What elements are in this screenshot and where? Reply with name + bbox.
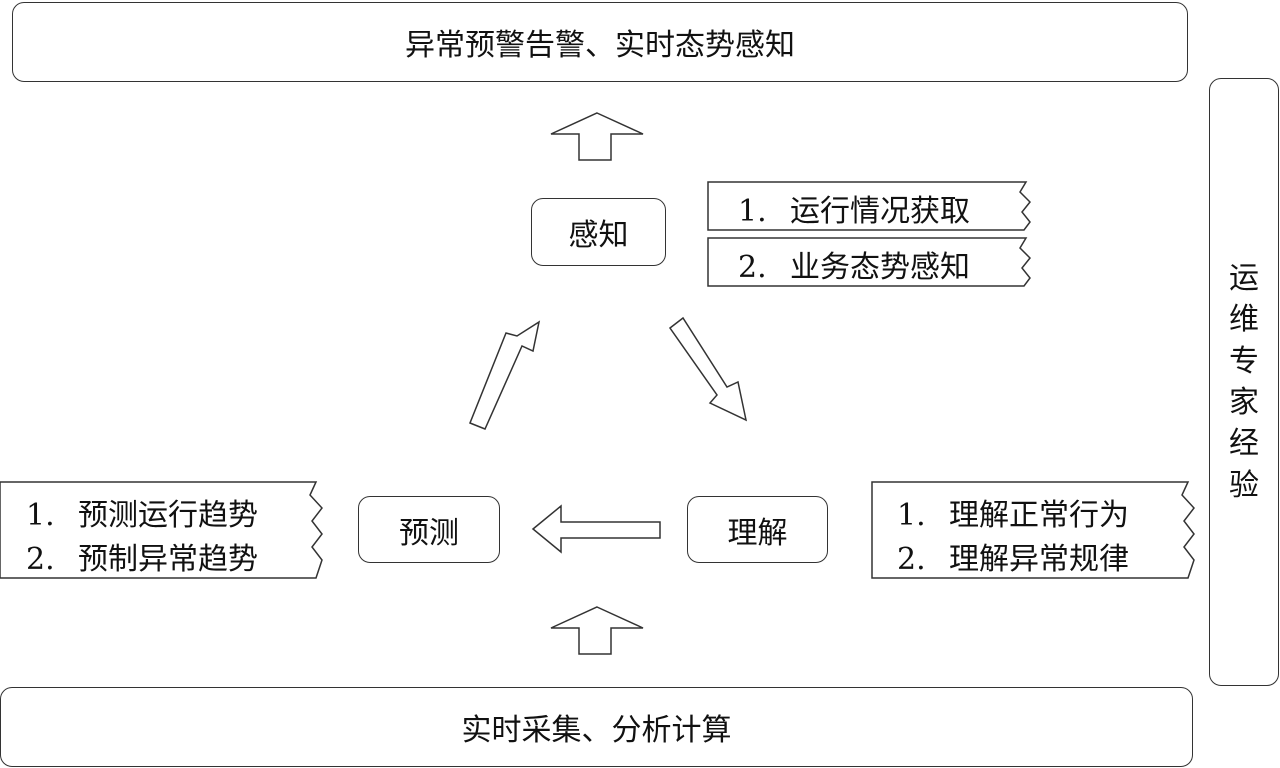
top-band: 异常预警告警、实时态势感知	[12, 2, 1188, 82]
arrow-perceive-to-understand	[668, 316, 748, 422]
node-perceive: 感知	[531, 198, 666, 266]
node-understand-label: 理解	[727, 515, 788, 551]
side-char: 验	[1229, 467, 1259, 503]
expert-experience-panel: 运 维 专 家 经 验	[1209, 78, 1279, 686]
node-predict-label: 预测	[399, 515, 459, 551]
perceive-note-2: 2. 业务态势感知	[738, 242, 970, 286]
predict-note-2: 2. 预制异常趋势	[26, 534, 258, 578]
side-char: 运	[1229, 260, 1259, 296]
note-number: 1.	[26, 498, 55, 533]
understand-note-1: 1. 理解正常行为	[897, 490, 1129, 534]
understand-note-2: 2. 理解异常规律	[897, 534, 1129, 578]
note-number: 1.	[738, 194, 767, 229]
note-text: 理解异常规律	[949, 542, 1129, 577]
predict-note-flag	[0, 481, 323, 579]
node-understand: 理解	[687, 496, 828, 563]
perceive-note-1: 1. 运行情况获取	[738, 186, 970, 230]
node-perceive-label: 感知	[568, 218, 629, 253]
understand-note-flag	[871, 481, 1195, 579]
perceive-note-flag-2	[707, 237, 1032, 287]
note-text: 预制异常趋势	[78, 542, 258, 577]
note-number: 2.	[738, 250, 767, 285]
note-text: 业务态势感知	[790, 250, 970, 285]
note-number: 2.	[897, 542, 926, 577]
note-number: 1.	[897, 498, 926, 533]
note-text: 运行情况获取	[790, 194, 970, 229]
side-char: 维	[1229, 302, 1259, 338]
up-arrow-top	[550, 112, 644, 161]
note-text: 预测运行趋势	[78, 498, 258, 533]
bottom-band-label: 实时采集、分析计算	[461, 713, 732, 748]
side-char: 专	[1229, 343, 1259, 379]
predict-note-1: 1. 预测运行趋势	[26, 490, 258, 534]
arrow-understand-to-predict	[531, 504, 661, 554]
note-number: 2.	[26, 542, 55, 577]
note-text: 理解正常行为	[949, 498, 1129, 533]
up-arrow-bottom	[550, 606, 644, 655]
top-band-label: 异常预警告警、实时态势感知	[405, 28, 795, 63]
perceive-note-flag-1	[707, 181, 1032, 231]
side-char: 经	[1229, 426, 1259, 462]
side-char: 家	[1229, 385, 1259, 420]
arrow-predict-to-perceive	[469, 320, 541, 430]
node-predict: 预测	[358, 496, 500, 563]
bottom-band: 实时采集、分析计算	[0, 687, 1193, 767]
